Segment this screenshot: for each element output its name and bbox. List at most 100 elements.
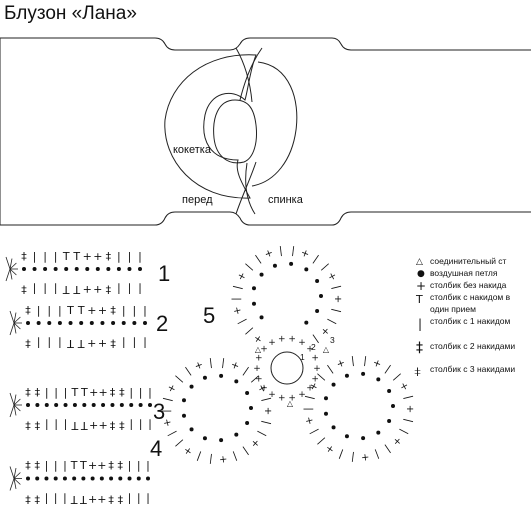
stitch-symbol: | <box>383 443 392 454</box>
stitch-symbol: | <box>402 418 413 424</box>
stitch-symbol: + <box>299 247 311 260</box>
stitch-symbol: | <box>137 459 141 472</box>
stitch-symbol: | <box>146 493 150 506</box>
chain-dot <box>272 263 277 268</box>
chain-dot <box>121 321 126 325</box>
double-treble-icon: ⧧ <box>414 364 421 380</box>
stitch-symbol: | <box>128 250 132 263</box>
stitch-symbol: | <box>326 317 337 325</box>
row-number-3: 3 <box>153 399 165 424</box>
stitch-symbol: | <box>174 438 184 448</box>
stitch-symbol: + <box>89 419 98 432</box>
stitch-symbol: | <box>256 429 267 437</box>
chain-dot <box>72 476 77 481</box>
half-double-icon: T <box>415 293 423 306</box>
chain-dot <box>391 404 395 408</box>
stitch-symbol: | <box>45 419 49 432</box>
stitch-symbol: | <box>129 419 133 432</box>
slip-stitch-mark: △ <box>287 399 294 408</box>
stitch-fan <box>9 268 17 276</box>
stitch-symbol: + <box>313 364 321 374</box>
stitch-fan <box>13 478 21 485</box>
stitch-symbol: ‡ <box>105 283 111 296</box>
stitch-symbol: | <box>316 372 326 382</box>
stitch-symbol: | <box>392 372 402 382</box>
stitch-symbol: | <box>383 364 392 375</box>
stitch-symbol: | <box>54 250 58 263</box>
stitch-symbol: | <box>241 366 250 377</box>
stitch-fan <box>9 268 13 280</box>
stitch-symbol: | <box>326 364 335 375</box>
stitch-symbol: | <box>351 451 356 462</box>
stitch-symbol: | <box>129 386 133 399</box>
stitch-symbol: ‡ <box>21 283 27 296</box>
stitch-symbol: T <box>70 459 78 472</box>
stitch-symbol: + <box>260 345 268 355</box>
chain-dot <box>54 403 59 407</box>
legend: △ соединительный ст ● воздушная петля + … <box>414 256 515 380</box>
stitch-symbol: | <box>58 304 62 317</box>
stitch-symbol: | <box>43 250 47 263</box>
legend-label: воздушная петля <box>430 268 498 278</box>
stitch-symbol: + <box>98 304 107 317</box>
chain-dot <box>331 382 336 387</box>
stitch-symbol: ‡ <box>109 419 115 432</box>
stitch-symbol: + <box>98 386 107 399</box>
center-mark-3: 3 <box>330 335 335 345</box>
stitch-symbol: | <box>320 262 330 272</box>
stitch-symbol: + <box>83 283 92 296</box>
stitch-symbol: | <box>117 283 121 296</box>
chain-dot <box>219 438 224 443</box>
chain-dot <box>323 411 328 416</box>
stitch-symbol: T <box>80 493 88 506</box>
stitch-symbol: | <box>398 427 409 435</box>
stitch-symbol: + <box>253 364 261 374</box>
stitch-symbol: | <box>209 453 214 464</box>
stitch-symbol: | <box>54 283 58 296</box>
stitch-fan <box>9 404 15 418</box>
stitch-symbol: ‡ <box>108 459 114 472</box>
stitch-symbol: ‡ <box>25 459 31 472</box>
chain-dot <box>259 315 264 320</box>
chain-dot <box>36 321 41 325</box>
stitch-symbol: + <box>390 434 404 448</box>
legend-label: столбик с 3 накидами <box>430 364 515 374</box>
stitch-fan <box>13 312 17 324</box>
stitch-symbol: | <box>244 326 254 336</box>
stitch-symbol: | <box>37 337 41 350</box>
page-title: Блузон «Лана» <box>4 3 137 24</box>
stitch-symbol: | <box>250 374 260 384</box>
stitch-symbol: | <box>148 419 152 432</box>
chain-dot <box>90 476 95 481</box>
stitch-symbol: | <box>45 459 49 472</box>
row-number-1: 1 <box>158 261 170 286</box>
stitch-symbol: | <box>304 395 315 401</box>
stitch-symbol: | <box>54 493 58 506</box>
chain-dot <box>245 421 250 426</box>
stitch-fan <box>13 472 21 479</box>
chain-dot <box>143 321 147 325</box>
chain-dot <box>219 373 224 378</box>
stitch-symbol: ‡ <box>34 493 40 506</box>
stitch-fan <box>9 310 15 324</box>
stitch-symbol: | <box>143 337 147 350</box>
chain-dot <box>44 476 49 481</box>
stitch-symbol: | <box>33 250 37 263</box>
stitch-symbol: ‡ <box>25 419 31 432</box>
stitch-symbol: + <box>98 419 107 432</box>
chain-dot <box>22 267 26 271</box>
chain-dot <box>99 476 104 481</box>
chain-dot <box>376 430 381 435</box>
row-number-2: 2 <box>156 311 168 336</box>
stitch-symbol: + <box>288 334 296 344</box>
stitch-symbol: T <box>71 386 79 399</box>
stitch-symbol: + <box>97 459 106 472</box>
chain-dot <box>35 403 40 407</box>
stitch-symbol: | <box>58 337 62 350</box>
chain-dot <box>202 375 207 380</box>
stitch-symbol: | <box>133 304 137 317</box>
chain-dot <box>387 419 392 424</box>
stitch-symbol: | <box>45 386 49 399</box>
stitch-fan <box>9 466 15 479</box>
